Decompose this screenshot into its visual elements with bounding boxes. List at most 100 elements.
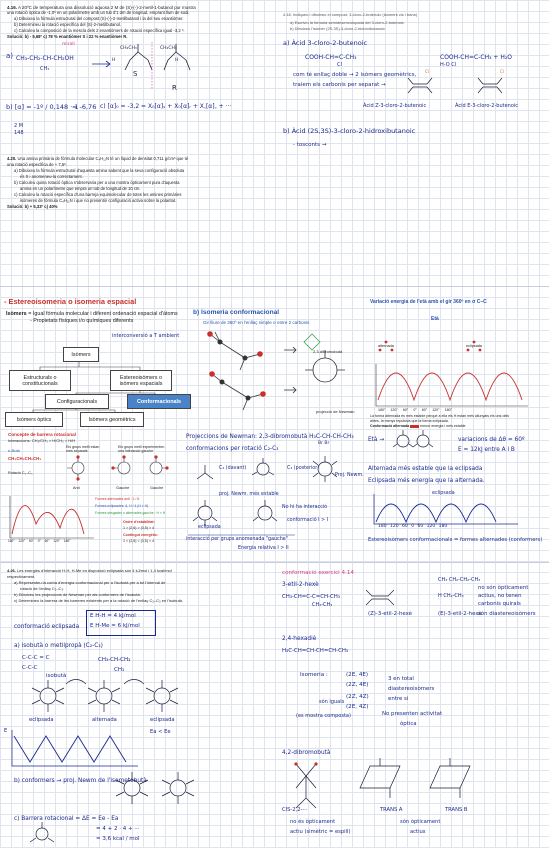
newman-front: C₂ (davant) — [219, 466, 247, 471]
hw-426-isob: isobutà — [46, 673, 67, 679]
hw-right-title: conformació exercici 4.14 — [282, 570, 354, 576]
exercise-4-20-a: a) Dibuixeu la fórmula estructural d'aqu… — [14, 168, 185, 173]
butane-sub: Interaccions: CH₃/CH₃ > H/CH₃ > H/H — [8, 438, 76, 443]
hw-426-c: c) Barrera rotacional = ΔE = Ee - Ea — [14, 816, 119, 822]
hw-right-q1g: CH₂-CH₃ — [312, 602, 333, 608]
newman-back: C₃ (posterior) — [287, 466, 320, 471]
butane-gauche2: Gauche — [150, 486, 164, 490]
hw-418-a-right: COOH-CH=C-CH₃ + H₂O — [440, 54, 512, 61]
conform-molecules — [207, 331, 345, 411]
hw-right-tr-b: actius — [410, 829, 426, 835]
newman-proj2: proj. Newm. més estable — [219, 492, 279, 497]
butane-energy-chart — [9, 496, 94, 539]
isobutane-newman-c — [29, 822, 55, 843]
hw-right-trans-b: TRANS B — [445, 807, 468, 813]
hw-b-result: = -6,76 — [72, 103, 97, 111]
butane-title: Concepte de barrera rotacional — [8, 432, 76, 437]
eta-graph-label: eclipsada — [432, 491, 455, 496]
butane-legend-1: Formes alternades anti : 1 / 6 — [95, 497, 140, 501]
hw-426-a: a) isobutà o metilpropà (C₂-C₃) — [14, 643, 103, 649]
energy-sub: Età — [431, 316, 439, 322]
exercise-4-26-a: a) Representeu la corba d'energia confor… — [14, 580, 166, 585]
hw-right-iso-e: òptica — [400, 721, 417, 727]
isobutane-newman-b — [115, 772, 195, 804]
butane-ticks: 180° 120° 60° 0° 60° 120° 180° — [8, 539, 71, 543]
hw-right-q3: 4,2-dibromobutà — [282, 750, 331, 756]
hw-426-cap: conformació eclipsada — [14, 624, 80, 630]
stereo-def-2: - Propietats físiques i/o químiques dife… — [30, 318, 134, 324]
butane-anti: Anti — [73, 486, 80, 490]
tree-optical: Isòmers òptics — [5, 412, 63, 427]
hw-right-p2: H CH₂-CH₃ — [438, 593, 464, 599]
hw-418-a-right-sub: H-O Cl — [440, 62, 457, 68]
stereo-note: interconversió a T ambient — [112, 333, 180, 339]
exercise-4-26-line1: 4.26. Les energies d'interacció H-H, H-M… — [7, 568, 172, 573]
newman-h2: conformacions per rotació C₂-C₃ — [186, 446, 279, 452]
hw-right-n3: carbonis quirals — [478, 601, 521, 607]
exercise-4-20-c2: isòmeres de fórmula C₄H₁₁N i que no pres… — [20, 198, 177, 203]
hw-right-p1: CH₃ CH₂-CH₂-CH₃ — [438, 577, 481, 583]
hw-right-iso4: (2E, 4Z) — [346, 704, 369, 710]
hw-426-c3: = 3,6 kcal / mol — [96, 836, 140, 842]
hw-right-iso-a: 3 en total — [388, 676, 414, 682]
hw-right-iso3: (2Z, 4Z) — [346, 694, 369, 700]
hw-ch2ch3-1: CH₂CH₃ — [120, 46, 137, 51]
newman-gauche-note: No hi ha interacció — [282, 505, 328, 510]
stereo-def-1: Isòmers = Igual fórmula molecular i dife… — [6, 311, 178, 317]
hw-a-formula: CH₃-CH₂-CH-CH₂OH — [16, 55, 74, 62]
exercise-4-16-b: b) Determineu la rotació específica del … — [14, 22, 122, 27]
eta-val2: E = 12kJ entre A i B — [458, 447, 515, 453]
butane-col1: Els grups metil estan més separats — [66, 445, 100, 454]
exercise-4-26-line2: respectivament. — [7, 574, 36, 579]
exercise-4-26-c: c) Determineu la barrera de les barreres… — [14, 598, 184, 603]
hw-right-n4: són diastereoisòmers — [478, 611, 536, 617]
hw-right-cis-b: actiu (simètric = espill) — [290, 829, 351, 835]
butane-name: n-Butà — [8, 448, 20, 453]
tree-stereoisomers: Estereoisòmers o isòmers espacials — [110, 370, 172, 391]
exercise-4-20-solution: Solució: b) + 5,33º c) 40% — [7, 204, 58, 209]
exercise-4-26-a2: rotació de l'enllaç C₂–C₃. — [20, 586, 65, 591]
newman-h1c: Br Br — [318, 441, 330, 446]
hexene-z-drawing — [365, 589, 395, 606]
hw-426-eclipsada2: eclipsada — [150, 717, 175, 723]
butane-order-label: Ordre d'estabilitat: — [123, 520, 155, 524]
butane-order: 1 > (2,6) > (3,5) > 4 — [123, 526, 155, 530]
hw-right-q2: 2,4-hexadiè — [282, 636, 317, 642]
exercise-4-16-line2: una rotació òptica de -1,0º en un polarí… — [7, 10, 190, 15]
isobutane-energy-graph — [11, 730, 138, 767]
hw-426-ch2: CH₃ — [114, 667, 125, 673]
hw-426-eclipsada: eclipsada — [29, 717, 54, 723]
hw-418-cis: Àcid Z-3-cloro-2-butenoic — [363, 103, 427, 109]
conform-subtitle: Gir lliure de 360º en l'enllaç simple σ … — [203, 320, 310, 325]
hw-426-e1: E H-H = 4 kJ/mol — [90, 613, 136, 619]
tree-isomers: Isòmers — [63, 347, 99, 362]
hw-right-cis: CIS-2,2-··· — [282, 807, 308, 813]
newman-proj: Proj. Newm. — [335, 473, 364, 478]
hw-r-label: R — [172, 84, 177, 92]
alt-label: alternada — [378, 344, 394, 348]
newman-rel: conformació I > I — [287, 518, 329, 523]
hw-right-iso-c: entre si — [388, 696, 409, 702]
hw-right-trans-a: TRANS A — [380, 807, 403, 813]
hw-right-n1: no són òpticament — [478, 585, 529, 591]
hw-418-a-formula: COOH-CH=C-CH₃ — [305, 54, 357, 61]
hw-cis-cl: Cl — [425, 69, 429, 74]
hw-418-b2: - tosconts → — [293, 142, 327, 148]
exercise-4-18-line2: a) Escriviu la fórmula semidesenvolupada… — [290, 20, 404, 25]
hw-right-q1: 3-etil-2-hexè — [282, 582, 319, 588]
newman-h1: Projeccions de Newman: 2,3-dibromobutà H… — [186, 434, 354, 440]
energy-axis-label: E — [4, 728, 8, 734]
hw-a-sub: CH₃ — [40, 66, 50, 72]
energy-title: Variació energia de l'età amb el gir 360… — [370, 299, 487, 305]
exercise-4-20-c: c) Calculeu la rotació específica d'una … — [14, 192, 182, 197]
eta-label: Età → — [368, 437, 385, 443]
ecl-label: eclipsada — [466, 344, 483, 348]
hw-right-iso-b: diastereoisòmers — [388, 686, 435, 692]
hw-a-label: a) — [6, 52, 14, 60]
exercise-4-16-c: c) Calculeu la composició de la mescla d… — [14, 28, 185, 33]
newman-eclipsed: eclipsada — [198, 525, 221, 530]
ethane-ticks: 180° 120° 60° 0° 60° 120° 180° — [378, 408, 453, 412]
butane-gauche: Gauche — [116, 486, 130, 490]
eta-newman — [392, 430, 434, 448]
butane-rot: Rotació C₂–C₃ — [8, 471, 33, 475]
